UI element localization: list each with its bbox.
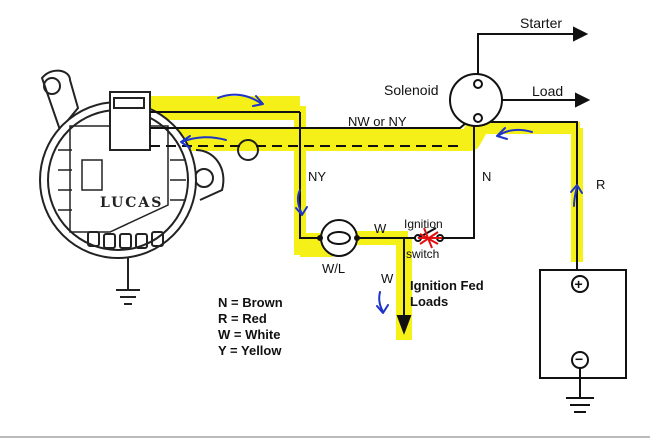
- legend-item-yellow: Y = Yellow: [218, 343, 282, 358]
- ny-label: NY: [308, 169, 326, 184]
- alternator-brand: LUCAS: [100, 195, 163, 211]
- blue-annotation-arrows: [180, 93, 583, 314]
- starter-label: Starter: [520, 15, 562, 31]
- color-legend: N = Brown R = Red W = White Y = Yellow: [218, 295, 283, 358]
- r-label: R: [596, 177, 605, 192]
- w-top-label: W: [374, 221, 387, 236]
- loads-label: Loads: [410, 294, 448, 309]
- wl-label: W/L: [322, 261, 345, 276]
- solenoid: [449, 73, 503, 127]
- solenoid-label: Solenoid: [384, 82, 439, 98]
- load-label: Load: [532, 83, 563, 99]
- legend-item-red: R = Red: [218, 311, 267, 326]
- switch-label: switch: [406, 247, 439, 261]
- ignition-label: Ignition: [404, 217, 443, 231]
- battery-positive: +: [575, 276, 583, 292]
- battery-negative: −: [575, 351, 583, 367]
- nw-ny-label: NW or NY: [348, 114, 407, 129]
- ignition-fed-label: Ignition Fed: [410, 278, 484, 293]
- legend-item-brown: N = Brown: [218, 295, 283, 310]
- w-down-label: W: [381, 271, 394, 286]
- red-scribble: [418, 227, 442, 249]
- legend-item-white: W = White: [218, 327, 280, 342]
- battery: [539, 269, 627, 413]
- warning-lamp: [317, 219, 360, 257]
- alternator: [39, 69, 259, 305]
- n-label: N: [482, 169, 491, 184]
